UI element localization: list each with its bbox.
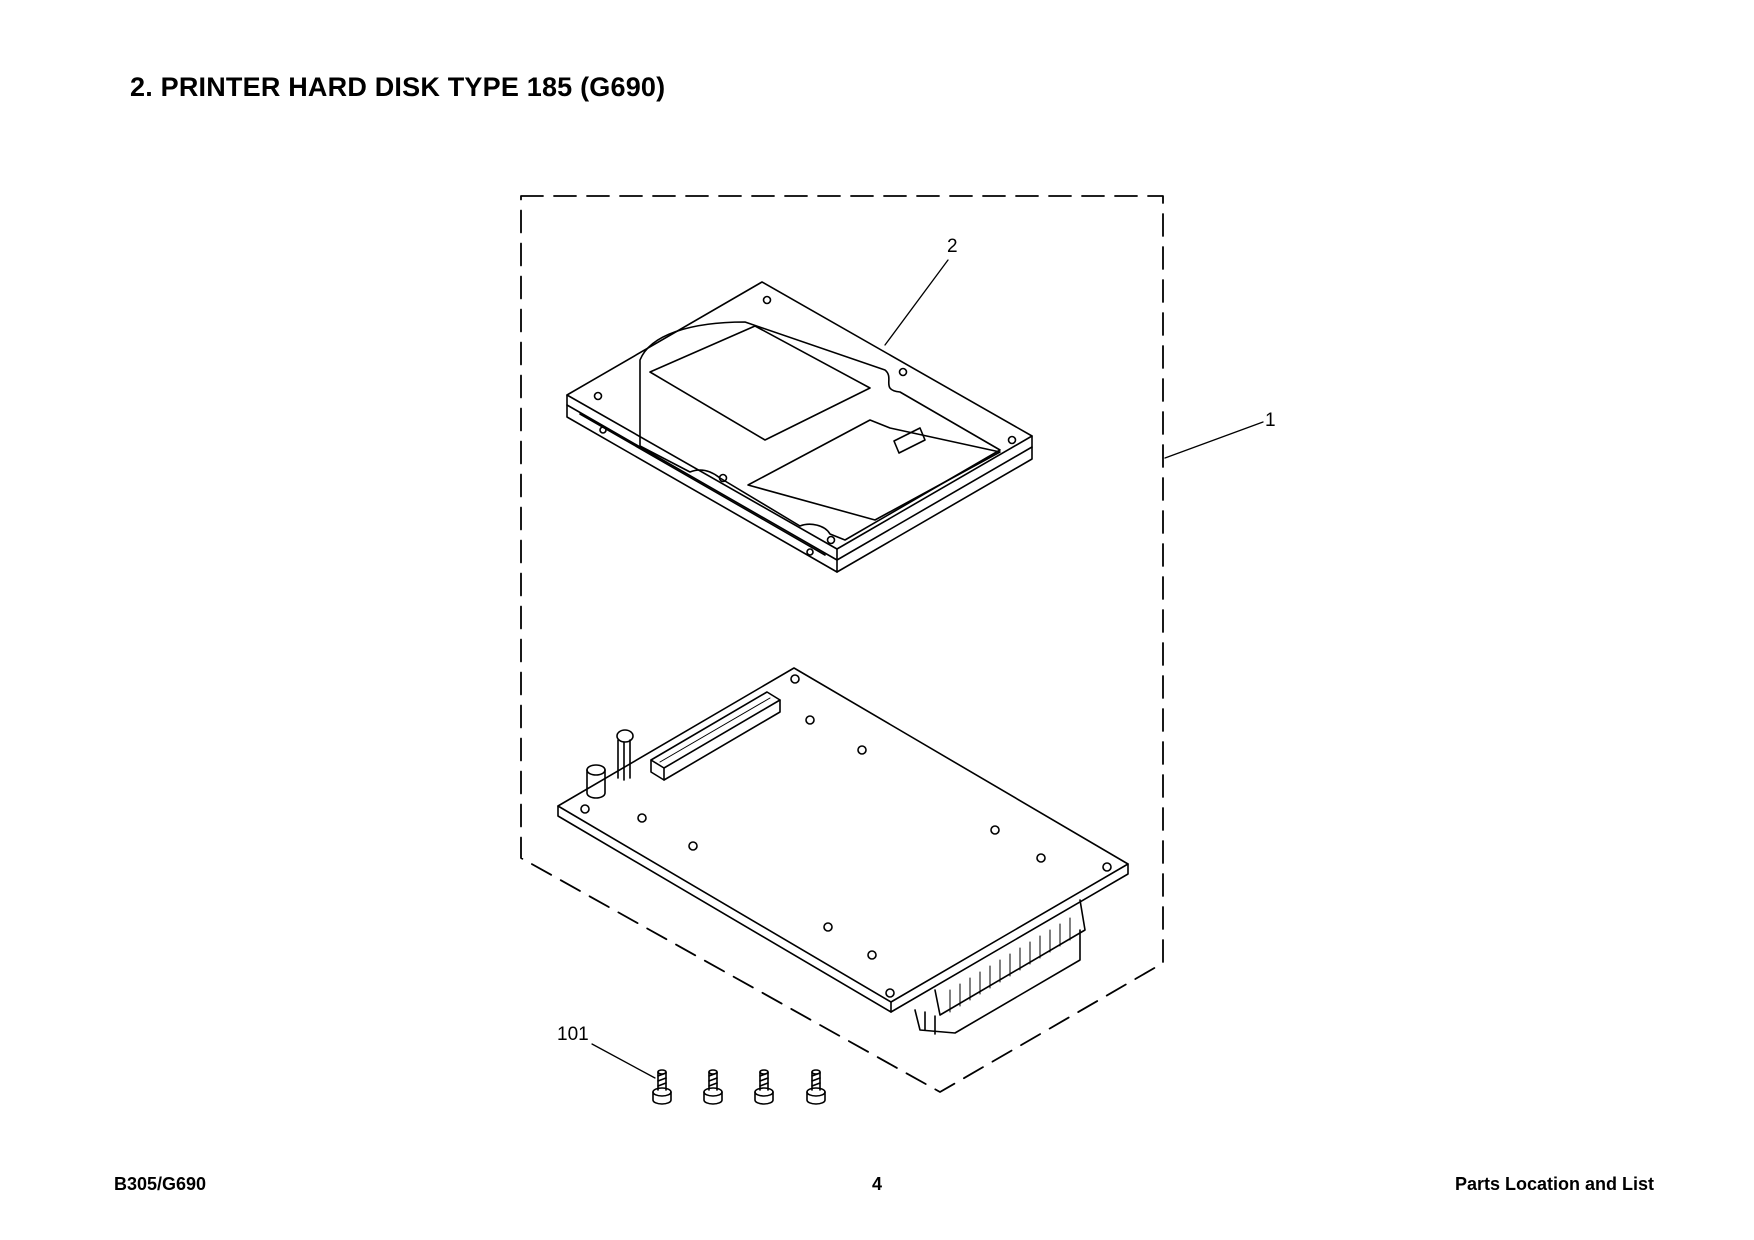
leader-line-1 (1164, 421, 1264, 459)
callout-101: 101 (557, 1024, 589, 1045)
hard-disk-drive-illustration (566, 281, 1033, 573)
leader-line-2 (884, 259, 949, 346)
footer-model-code: B305/G690 (114, 1174, 207, 1194)
leader-line-101 (591, 1043, 656, 1079)
screw-icon-1 (652, 1069, 672, 1105)
screw-icon-3 (754, 1069, 774, 1105)
callout-2: 2 (947, 236, 958, 257)
screw-icon-2 (703, 1069, 723, 1105)
kit-boundary-dashed-outline (520, 195, 1164, 1093)
page-title: 2. PRINTER HARD DISK TYPE 185 (G690) (130, 72, 666, 102)
controller-board-illustration (557, 667, 1129, 1035)
footer-section-title: Parts Location and List (1454, 1174, 1654, 1194)
screw-icon-4 (806, 1069, 826, 1105)
callout-1: 1 (1265, 410, 1276, 431)
footer-page-number: 4 (871, 1174, 882, 1194)
